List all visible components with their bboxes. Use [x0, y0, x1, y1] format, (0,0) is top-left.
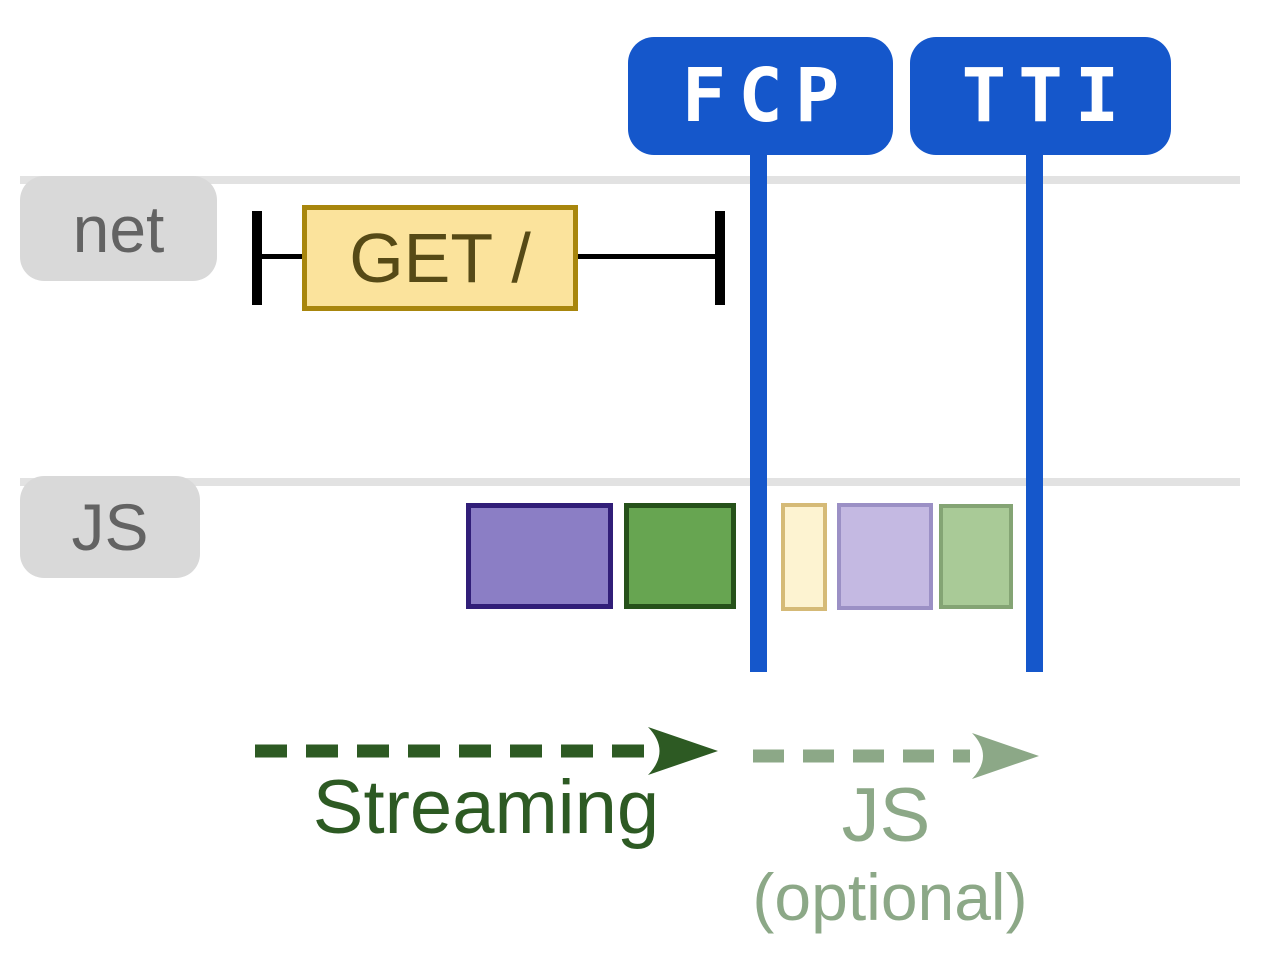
net-lane-label-text: net	[72, 191, 165, 266]
js-task-yellow-faded	[781, 503, 827, 611]
tti-badge: TTI	[910, 37, 1171, 155]
js-lane-line	[20, 478, 1240, 486]
net-lane-label: net	[20, 176, 217, 281]
streaming-arrow	[255, 727, 718, 775]
get-request-label: GET /	[349, 219, 531, 297]
js-lane-label-text: JS	[71, 490, 149, 564]
get-request-box: GET /	[302, 205, 578, 311]
js-lane-label: JS	[20, 476, 200, 578]
fcp-badge: FCP	[628, 37, 893, 155]
js-optional-arrow	[753, 733, 1039, 779]
request-start-tick	[252, 211, 262, 305]
js-task-purple-faded	[837, 503, 933, 610]
js-task-green-faded	[939, 504, 1013, 609]
fcp-badge-label: FCP	[681, 53, 852, 139]
js-task-green	[624, 503, 736, 609]
request-end-tick	[715, 211, 725, 305]
net-lane-line	[20, 176, 1240, 184]
streaming-label: Streaming	[312, 765, 660, 850]
js-optional-sublabel: (optional)	[752, 860, 1028, 934]
tti-badge-label: TTI	[961, 53, 1132, 139]
fcp-marker-line	[750, 150, 767, 672]
js-optional-label: JS	[841, 773, 931, 858]
js-task-purple	[466, 503, 613, 609]
tti-marker-line	[1026, 150, 1043, 672]
